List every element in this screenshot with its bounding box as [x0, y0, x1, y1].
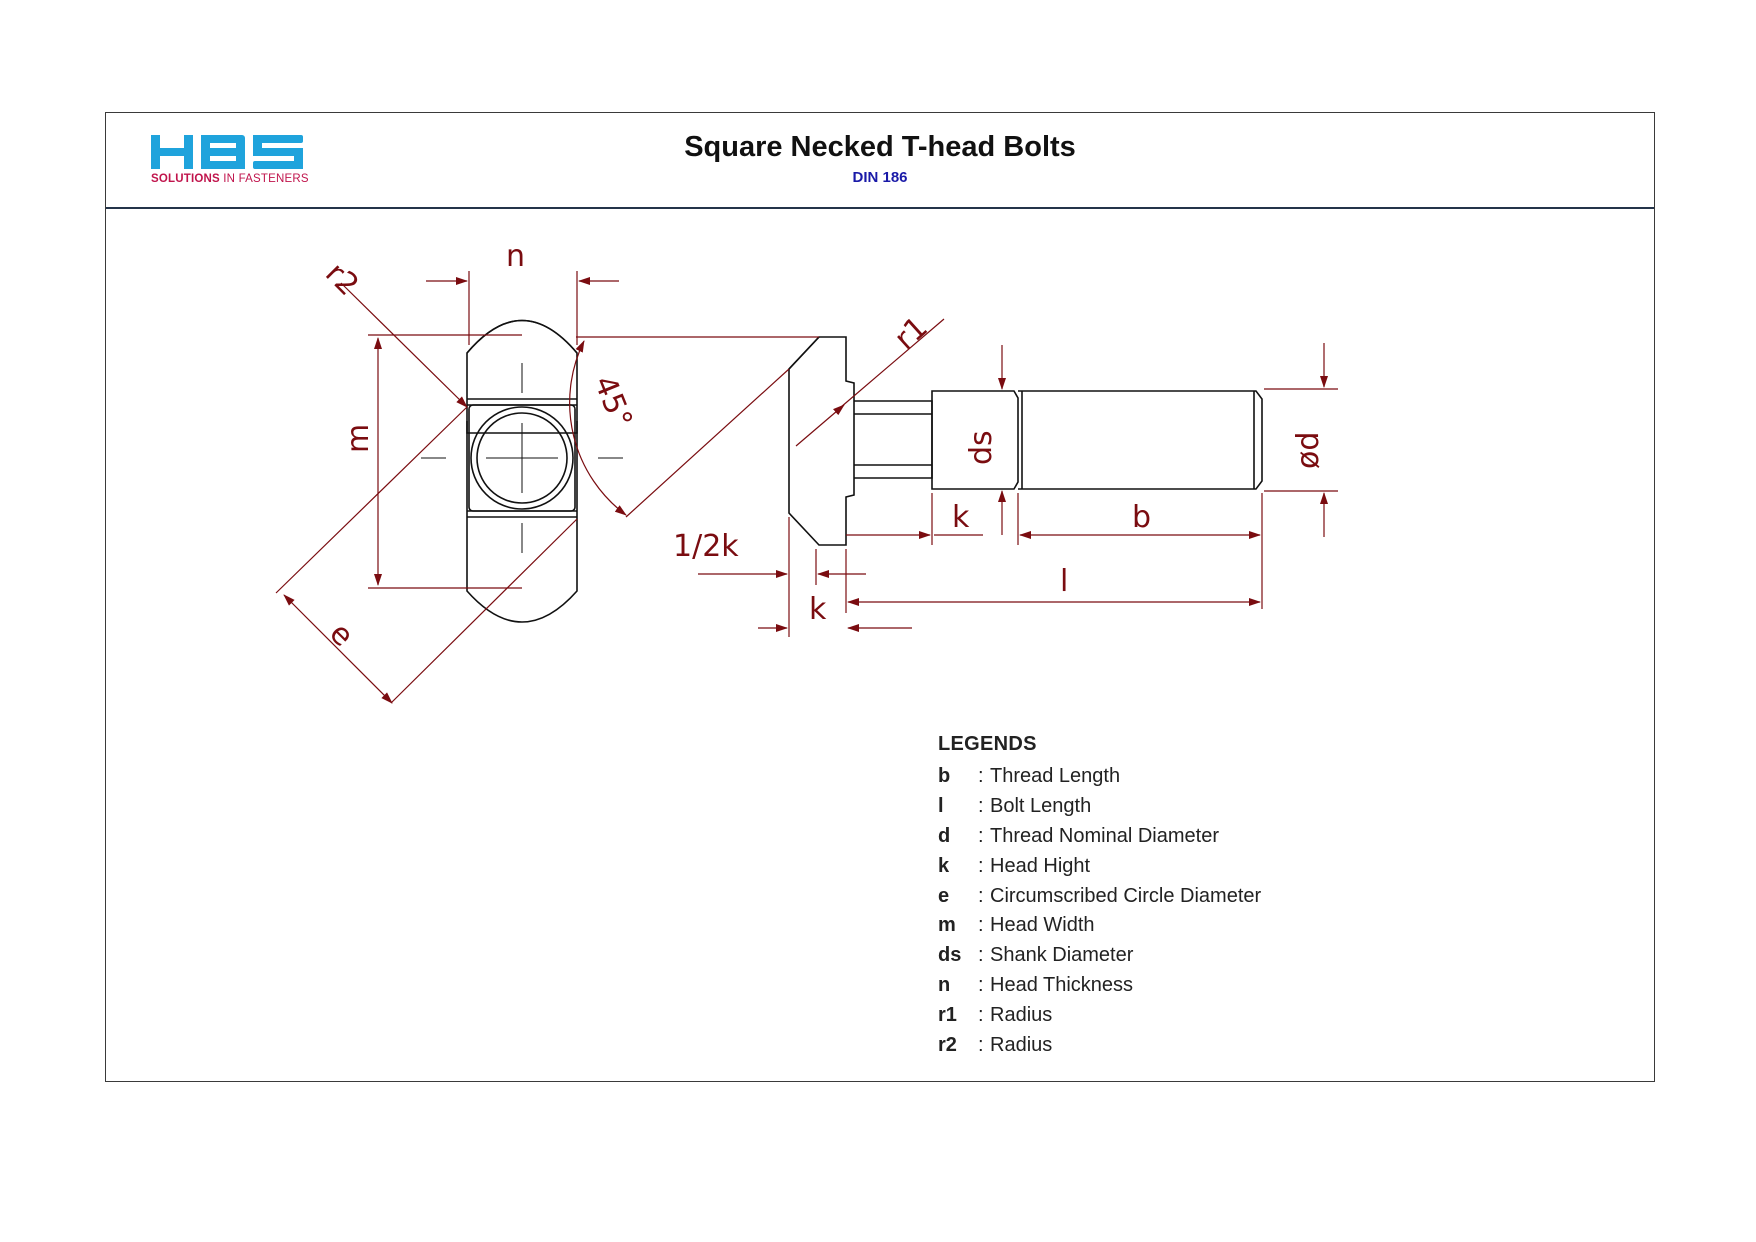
legend-item: b:Thread Length: [938, 765, 1121, 788]
header: SOLUTIONS IN FASTENERS Square Necked T-h…: [106, 113, 1654, 209]
legend-item: n:Head Thickness: [938, 973, 1134, 996]
label-half-k: 1/2k: [673, 529, 739, 564]
label-m: m: [341, 424, 376, 453]
label-d: ød: [1291, 432, 1326, 469]
drawing-sheet: SOLUTIONS IN FASTENERS Square Necked T-h…: [105, 112, 1655, 1082]
legends-title: LEGENDS: [938, 733, 1037, 755]
side-view: [788, 336, 1263, 546]
legend-item: k:Head Hight: [938, 854, 1091, 877]
page-title: Square Necked T-head Bolts: [684, 131, 1076, 163]
label-angle: 45°: [587, 371, 639, 433]
legend-item: l:Bolt Length: [938, 795, 1092, 818]
legend-item: m:Head Width: [938, 914, 1095, 937]
label-n: n: [506, 239, 525, 274]
logo-tagline: SOLUTIONS IN FASTENERS: [151, 173, 309, 185]
hbs-logo: SOLUTIONS IN FASTENERS: [151, 133, 309, 185]
side-view-dimensions: [569, 318, 1338, 637]
legend-item: d:Thread Nominal Diameter: [938, 824, 1219, 847]
end-view: [421, 319, 623, 623]
standard-code: DIN 186: [852, 169, 908, 186]
label-k-head: k: [809, 592, 827, 627]
label-r2: r2: [318, 256, 365, 303]
legend-item: ds:Shank Diameter: [938, 944, 1134, 967]
hbs-logo-icon: [151, 135, 303, 169]
technical-drawing: n r2 m e 45° r1 ds ød k b 1/2k k l: [275, 239, 1338, 704]
label-l: l: [1060, 564, 1068, 599]
legend-item: r2:Radius: [938, 1033, 1053, 1056]
label-ds: ds: [964, 430, 999, 465]
label-r1: r1: [888, 310, 935, 357]
legends-panel: LEGENDS b:Thread Length l:Bolt Length d:…: [938, 733, 1261, 1060]
label-b: b: [1132, 500, 1151, 535]
label-e: e: [322, 616, 360, 654]
label-k-neck: k: [952, 500, 970, 535]
legend-item: e:Circumscribed Circle Diameter: [938, 884, 1262, 907]
end-view-dimensions: [275, 271, 619, 704]
legend-item: r1:Radius: [938, 1003, 1053, 1026]
